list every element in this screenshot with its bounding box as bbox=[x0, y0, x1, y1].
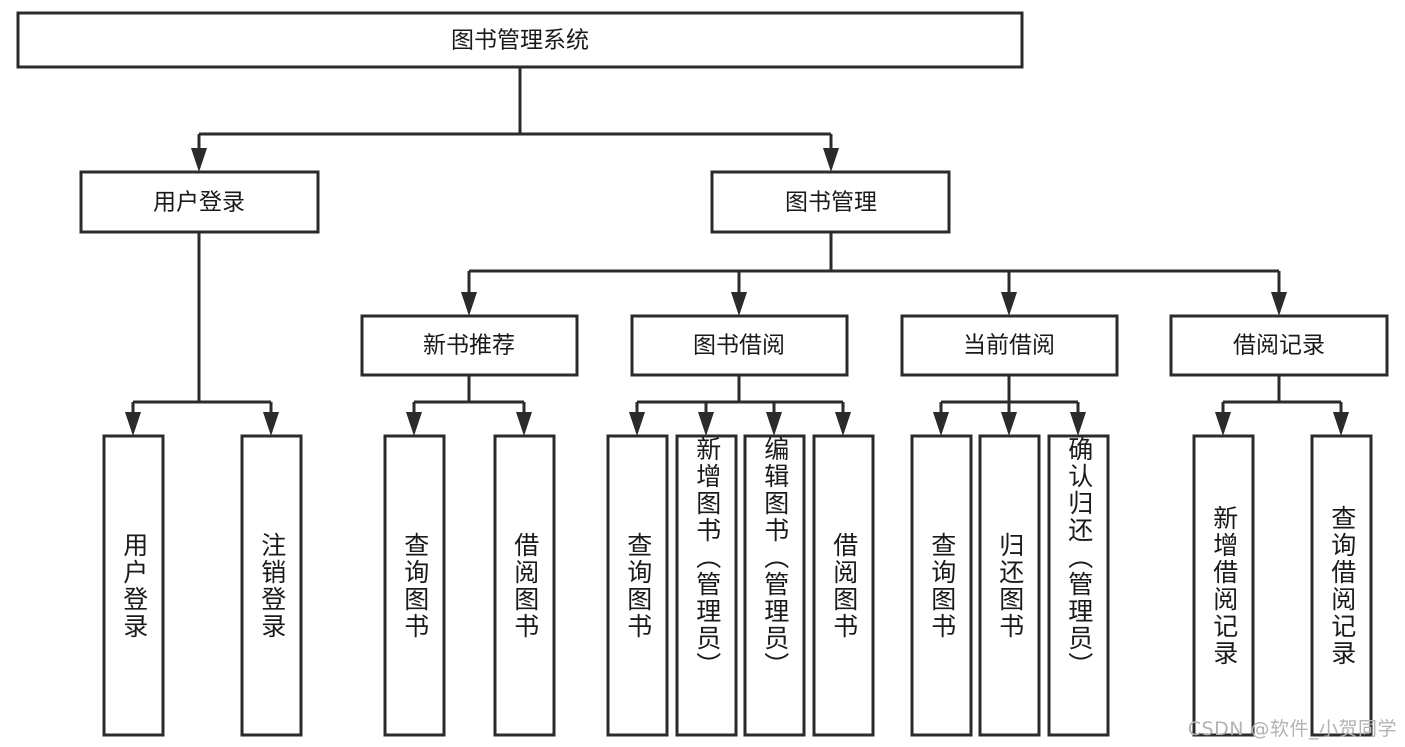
leaf-borrow-edit-box[interactable] bbox=[743, 434, 806, 737]
arrowhead-current-query bbox=[933, 412, 949, 436]
arrowhead-newbook-borrow bbox=[516, 412, 532, 436]
node-borrow-record[interactable]: 借阅记录 bbox=[1169, 314, 1389, 377]
arrowhead-record-query bbox=[1333, 412, 1349, 436]
arrowhead-to-user-login bbox=[191, 148, 207, 172]
arrowhead-borrow-lend bbox=[835, 412, 851, 436]
leaf-record-add-box[interactable] bbox=[1192, 434, 1255, 737]
arrowhead-to-borrow-record bbox=[1271, 292, 1287, 316]
leaf-logout-box[interactable] bbox=[240, 434, 303, 737]
node-current-borrow-label: 当前借阅 bbox=[963, 333, 1055, 359]
arrowhead-leaf-user-login bbox=[125, 412, 141, 436]
leaf-current-return-box[interactable] bbox=[978, 434, 1041, 737]
arrowhead-borrow-add bbox=[698, 412, 714, 436]
arrowhead-borrow-edit bbox=[766, 412, 782, 436]
leaf-current-confirm-box[interactable] bbox=[1047, 434, 1110, 737]
node-book-borrow-box[interactable] bbox=[630, 314, 849, 377]
node-user-login-label: 用户登录 bbox=[153, 190, 245, 216]
node-new-book-recommend[interactable]: 新书推荐 bbox=[360, 314, 579, 377]
node-root-system[interactable]: 图书管理系统 bbox=[16, 11, 1024, 69]
leaf-newbook-borrow-box[interactable] bbox=[493, 434, 556, 737]
arrowhead-leaf-logout bbox=[263, 412, 279, 436]
node-book-management-box[interactable] bbox=[710, 170, 951, 234]
node-new-book-recommend-box[interactable] bbox=[360, 314, 579, 377]
leaf-user-login-box[interactable] bbox=[102, 434, 165, 737]
arrowhead-current-confirm bbox=[1070, 412, 1086, 436]
node-borrow-record-box[interactable] bbox=[1169, 314, 1389, 377]
node-book-management-label: 图书管理 bbox=[785, 190, 877, 216]
node-current-borrow-box[interactable] bbox=[900, 314, 1119, 377]
arrowhead-to-current-borrow bbox=[1001, 292, 1017, 316]
leaf-current-query-box[interactable] bbox=[910, 434, 973, 737]
node-book-borrow-label: 图书借阅 bbox=[693, 333, 785, 359]
watermark-text: CSDN @软件_小贺同学 bbox=[1187, 718, 1397, 740]
node-book-borrow[interactable]: 图书借阅 bbox=[630, 314, 849, 377]
leaf-borrow-lend-box[interactable] bbox=[812, 434, 875, 737]
node-new-book-recommend-label: 新书推荐 bbox=[423, 333, 515, 359]
arrowhead-borrow-query bbox=[629, 412, 645, 436]
leaf-record-query-box[interactable] bbox=[1310, 434, 1373, 737]
node-borrow-record-label: 借阅记录 bbox=[1233, 333, 1325, 359]
node-root-system-label: 图书管理系统 bbox=[451, 28, 589, 54]
arrowhead-to-book-borrow bbox=[731, 292, 747, 316]
arrowhead-record-add bbox=[1215, 412, 1231, 436]
node-book-management[interactable]: 图书管理 bbox=[710, 170, 951, 234]
node-user-login[interactable]: 用户登录 bbox=[79, 170, 320, 234]
arrowhead-current-return bbox=[1001, 412, 1017, 436]
arrowhead-to-book-management bbox=[823, 148, 839, 172]
node-current-borrow[interactable]: 当前借阅 bbox=[900, 314, 1119, 377]
arrowhead-to-new-book bbox=[461, 292, 477, 316]
leaf-newbook-query-box[interactable] bbox=[383, 434, 446, 737]
leaf-borrow-add-box[interactable] bbox=[675, 434, 738, 737]
node-user-login-box[interactable] bbox=[79, 170, 320, 234]
node-root-system-box[interactable] bbox=[16, 11, 1024, 69]
leaf-borrow-query-box[interactable] bbox=[606, 434, 669, 737]
arrowhead-newbook-query bbox=[406, 412, 422, 436]
connector-group bbox=[125, 67, 1349, 436]
